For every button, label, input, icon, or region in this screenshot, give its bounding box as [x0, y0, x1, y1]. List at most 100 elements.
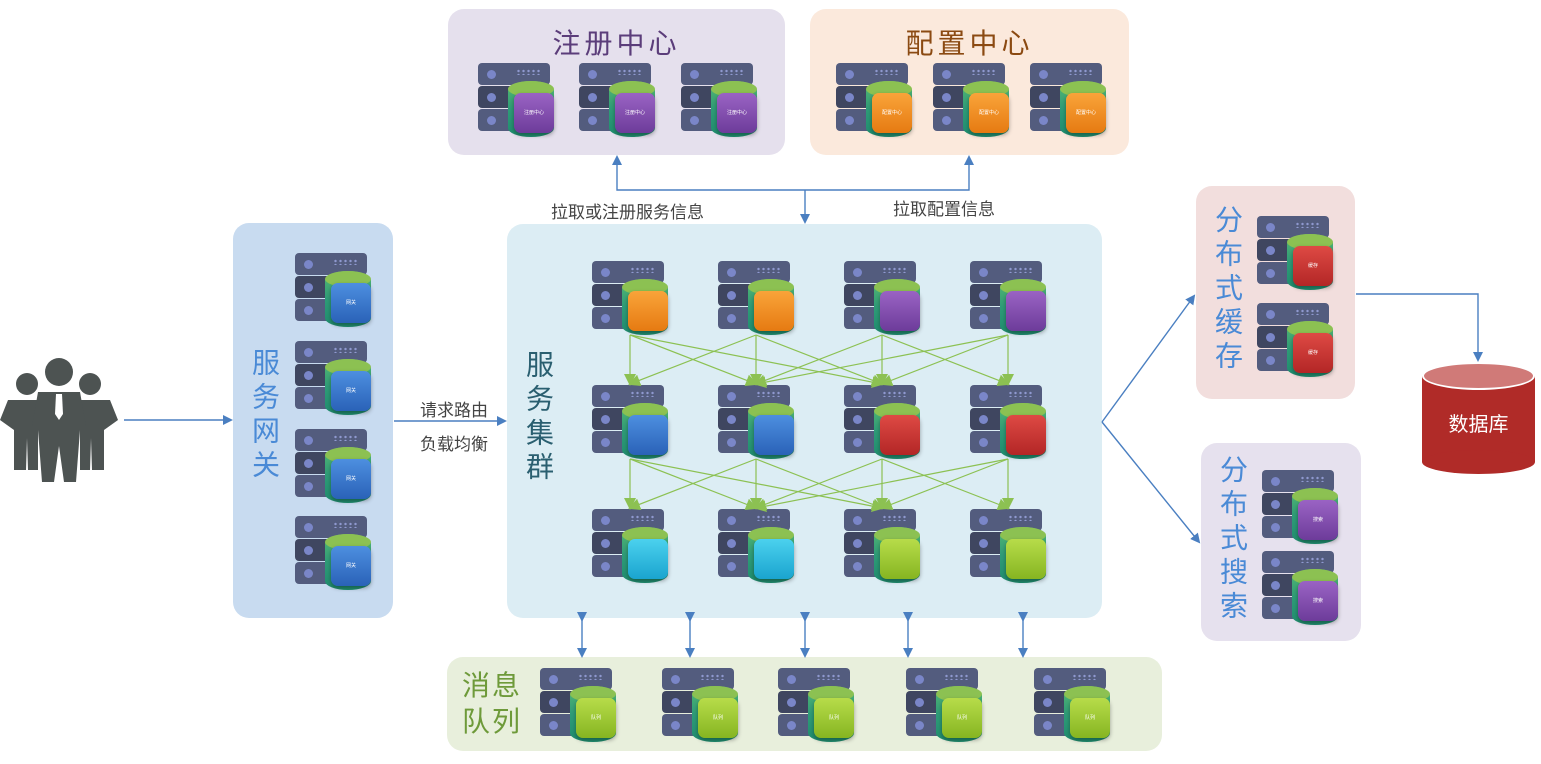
cluster-server[interactable]	[718, 261, 796, 335]
cluster-server[interactable]	[718, 385, 796, 459]
arrow-to-config	[805, 155, 974, 191]
mq-server[interactable]: 队列	[1034, 668, 1112, 742]
rack-unit	[844, 385, 916, 407]
cluster-server[interactable]	[592, 509, 670, 583]
arrow-cluster-to-search	[1101, 421, 1201, 544]
cluster-server[interactable]	[970, 509, 1048, 583]
vent-icon	[1295, 222, 1321, 228]
service-chip	[880, 415, 920, 455]
gateway-server[interactable]: 网关	[295, 429, 373, 503]
service-chip	[880, 291, 920, 331]
rack-unit	[295, 253, 367, 275]
led-icon	[853, 438, 862, 447]
vent-icon	[333, 522, 359, 528]
cluster-server[interactable]	[970, 261, 1048, 335]
led-icon	[727, 392, 736, 401]
rack-unit	[970, 509, 1042, 531]
cluster-server[interactable]	[970, 385, 1048, 459]
rack-unit	[1030, 63, 1102, 85]
label-load-balance: 负载均衡	[420, 435, 488, 455]
service-chip: 注册中心	[717, 93, 757, 133]
led-icon	[304, 306, 313, 315]
service-chip: 配置中心	[969, 93, 1009, 133]
led-icon	[1043, 698, 1052, 707]
rack-unit	[844, 261, 916, 283]
cluster-title: 服务集群	[522, 350, 555, 486]
led-icon	[1266, 246, 1275, 255]
mq-server[interactable]: 队列	[662, 668, 740, 742]
cluster-server[interactable]	[844, 509, 922, 583]
led-icon	[1266, 269, 1275, 278]
mq-server[interactable]: 队列	[778, 668, 856, 742]
led-icon	[549, 721, 558, 730]
config-server[interactable]: 配置中心	[933, 63, 1011, 137]
service-chip: 配置中心	[1066, 93, 1106, 133]
rack-unit	[718, 385, 790, 407]
mq-server[interactable]: 队列	[540, 668, 618, 742]
cluster-server[interactable]	[718, 509, 796, 583]
cluster-server[interactable]	[592, 261, 670, 335]
rack-unit	[970, 261, 1042, 283]
registry-server[interactable]: 注册中心	[681, 63, 759, 137]
registry-server[interactable]: 注册中心	[579, 63, 657, 137]
cluster-server[interactable]	[592, 385, 670, 459]
rack-unit	[681, 63, 753, 85]
vent-icon	[756, 267, 782, 273]
led-icon	[942, 70, 951, 79]
database[interactable]: 数据库	[1422, 362, 1535, 474]
led-icon	[304, 482, 313, 491]
search-server[interactable]: 搜索	[1262, 551, 1340, 625]
led-icon	[915, 698, 924, 707]
config-server[interactable]: 配置中心	[836, 63, 914, 137]
vent-icon	[333, 347, 359, 353]
label-pull-register: 拉取或注册服务信息	[551, 203, 704, 223]
service-chip	[1006, 415, 1046, 455]
led-icon	[979, 291, 988, 300]
rack-unit	[933, 63, 1005, 85]
rack-unit	[718, 509, 790, 531]
vent-icon	[1072, 674, 1098, 680]
led-icon	[671, 675, 680, 684]
led-icon	[1039, 70, 1048, 79]
label-routing: 请求路由	[420, 401, 488, 421]
rack-unit	[844, 509, 916, 531]
gateway-server[interactable]: 网关	[295, 341, 373, 415]
led-icon	[787, 721, 796, 730]
cache-server[interactable]: 缓存	[1257, 303, 1335, 377]
cache-server[interactable]: 缓存	[1257, 216, 1335, 290]
vent-icon	[1008, 267, 1034, 273]
led-icon	[787, 675, 796, 684]
led-icon	[1039, 116, 1048, 125]
led-icon	[304, 371, 313, 380]
led-icon	[979, 516, 988, 525]
mq-server[interactable]: 队列	[906, 668, 984, 742]
registry-server[interactable]: 注册中心	[478, 63, 556, 137]
rack-unit	[1257, 303, 1329, 325]
led-icon	[671, 721, 680, 730]
service-chip	[1006, 539, 1046, 579]
led-icon	[304, 260, 313, 269]
arrow-cluster-to-cache	[1101, 294, 1196, 423]
service-chip	[628, 415, 668, 455]
vent-icon	[1295, 309, 1321, 315]
led-icon	[671, 698, 680, 707]
search-server[interactable]: 搜索	[1262, 470, 1340, 544]
gateway-server[interactable]: 网关	[295, 516, 373, 590]
cluster-server[interactable]	[844, 385, 922, 459]
service-chip: 注册中心	[615, 93, 655, 133]
rack-unit	[295, 429, 367, 451]
vent-icon	[617, 69, 643, 75]
led-icon	[690, 93, 699, 102]
led-icon	[915, 675, 924, 684]
vent-icon	[333, 435, 359, 441]
led-icon	[853, 415, 862, 424]
config-server[interactable]: 配置中心	[1030, 63, 1108, 137]
rack-unit	[1262, 551, 1334, 573]
gateway-server[interactable]: 网关	[295, 253, 373, 327]
vent-icon	[630, 391, 656, 397]
cluster-server[interactable]	[844, 261, 922, 335]
led-icon	[853, 516, 862, 525]
vent-icon	[1300, 557, 1326, 563]
rack-unit	[1262, 470, 1334, 492]
led-icon	[979, 415, 988, 424]
